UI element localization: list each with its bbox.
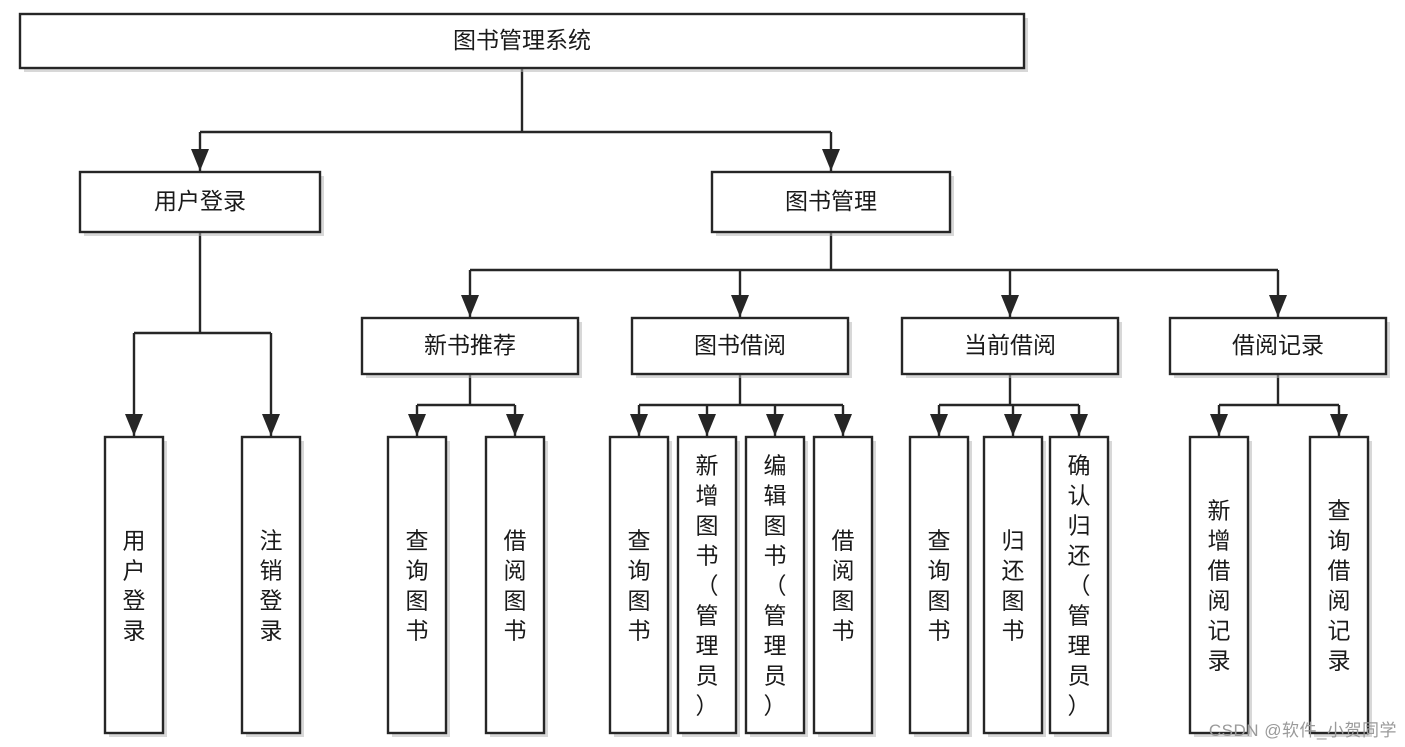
watermark-label: CSDN @软件_小贺同学 [1208, 721, 1397, 740]
node-box [900, 316, 1120, 376]
node-label: 用户登录 [123, 527, 146, 643]
node-label: 当前借阅 [964, 332, 1056, 358]
node-label: 查询借阅记录 [1328, 497, 1351, 673]
arrow-head-icon [408, 414, 426, 436]
arrow-head-icon [1001, 295, 1019, 317]
node-label: 借阅记录 [1232, 332, 1324, 358]
nodes-layer: 图书管理系统用户登录用户登录注销登录图书管理新书推荐查询图书借阅图书图书借阅查询… [18, 12, 1390, 737]
node-label: 新增图书（管理员） [696, 452, 719, 718]
node-box [812, 435, 874, 735]
arrow-head-icon [930, 414, 948, 436]
node-label: 图书管理 [785, 188, 877, 214]
node-新书推荐[interactable]: 新书推荐 [360, 316, 582, 378]
node-label: 新书推荐 [424, 332, 516, 358]
node-label: 用户登录 [154, 188, 246, 214]
node-借阅图书[interactable]: 借阅图书 [812, 435, 876, 737]
arrow-head-icon [731, 295, 749, 317]
arrow-head-icon [461, 295, 479, 317]
node-box [1188, 435, 1250, 735]
node-查询图书[interactable]: 查询图书 [608, 435, 672, 737]
arrow-head-icon [630, 414, 648, 436]
arrow-head-icon [125, 414, 143, 436]
node-box [982, 435, 1044, 735]
node-借阅图书[interactable]: 借阅图书 [484, 435, 548, 737]
node-查询图书[interactable]: 查询图书 [386, 435, 450, 737]
node-box [386, 435, 448, 735]
arrow-head-icon [191, 149, 209, 171]
node-图书管理系统[interactable]: 图书管理系统 [18, 12, 1028, 72]
node-label: 归还图书 [1002, 527, 1025, 643]
node-编辑图书管理员[interactable]: 编辑图书（管理员） [744, 435, 808, 737]
node-label: 编辑图书（管理员） [764, 452, 787, 718]
node-box [676, 435, 738, 735]
node-box [1168, 316, 1388, 376]
node-label: 借阅图书 [832, 527, 855, 643]
arrow-head-icon [698, 414, 716, 436]
arrow-head-icon [1330, 414, 1348, 436]
node-借阅记录[interactable]: 借阅记录 [1168, 316, 1390, 378]
node-注销登录[interactable]: 注销登录 [240, 435, 304, 737]
node-查询借阅记录[interactable]: 查询借阅记录 [1308, 435, 1372, 737]
node-box [78, 170, 322, 234]
node-box [1308, 435, 1370, 735]
node-确认归还管理员[interactable]: 确认归还（管理员） [1048, 435, 1112, 737]
node-box [103, 435, 165, 735]
node-label: 查询图书 [628, 527, 651, 643]
node-box [484, 435, 546, 735]
node-label: 注销登录 [260, 527, 283, 643]
arrow-head-icon [506, 414, 524, 436]
node-label: 图书借阅 [694, 332, 786, 358]
arrow-head-icon [822, 149, 840, 171]
node-box [360, 316, 580, 376]
node-用户登录[interactable]: 用户登录 [103, 435, 167, 737]
node-box [240, 435, 302, 735]
node-box [608, 435, 670, 735]
node-box [1048, 435, 1110, 735]
node-查询图书[interactable]: 查询图书 [908, 435, 972, 737]
arrow-head-icon [1269, 295, 1287, 317]
node-归还图书[interactable]: 归还图书 [982, 435, 1046, 737]
node-图书借阅[interactable]: 图书借阅 [630, 316, 852, 378]
node-label: 借阅图书 [504, 527, 527, 643]
node-label: 确认归还（管理员） [1068, 452, 1091, 718]
node-新增借阅记录[interactable]: 新增借阅记录 [1188, 435, 1252, 737]
arrow-head-icon [1210, 414, 1228, 436]
edges-layer [125, 68, 1348, 436]
node-box [630, 316, 850, 376]
node-box [710, 170, 952, 234]
node-当前借阅[interactable]: 当前借阅 [900, 316, 1122, 378]
node-label: 图书管理系统 [453, 27, 591, 53]
arrow-head-icon [834, 414, 852, 436]
node-图书管理[interactable]: 图书管理 [710, 170, 954, 236]
node-label: 查询图书 [406, 527, 429, 643]
node-box [908, 435, 970, 735]
node-新增图书管理员[interactable]: 新增图书（管理员） [676, 435, 740, 737]
arrow-head-icon [1070, 414, 1088, 436]
node-用户登录[interactable]: 用户登录 [78, 170, 324, 236]
arrow-head-icon [766, 414, 784, 436]
node-label: 查询图书 [928, 527, 951, 643]
node-box [744, 435, 806, 735]
arrow-head-icon [262, 414, 280, 436]
arrow-head-icon [1004, 414, 1022, 436]
node-label: 新增借阅记录 [1208, 497, 1231, 673]
node-box [18, 12, 1026, 70]
